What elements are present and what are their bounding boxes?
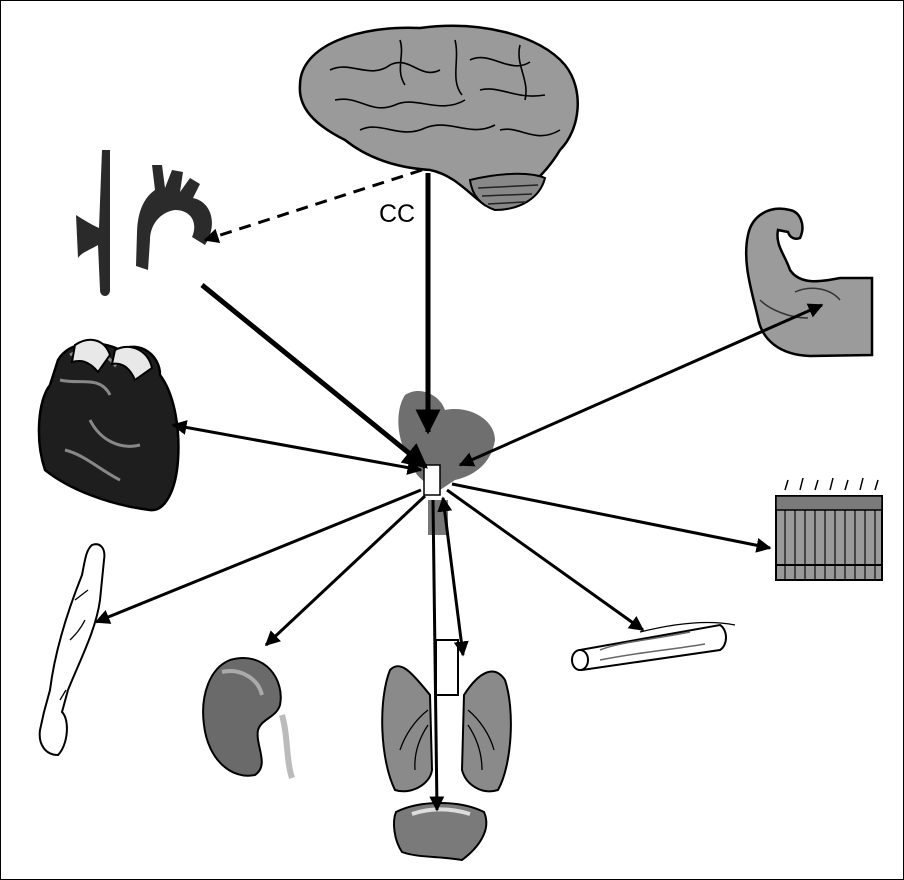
kidney-icon — [203, 658, 292, 778]
heart-icon — [39, 340, 178, 510]
arrow-hub-kidney — [266, 496, 425, 645]
brain-icon — [300, 26, 578, 210]
skin-tissue-icon — [776, 478, 882, 580]
arrow-hub-liver — [433, 500, 437, 810]
aortic-arch-icon — [136, 165, 212, 270]
arm-limb-icon — [40, 544, 105, 755]
arrow-aortic-arch-to-hub — [202, 285, 426, 467]
arrow-hub-blood-vessel — [447, 490, 643, 630]
carotid-vessel-icon — [76, 150, 110, 296]
arrow-hub-muscle — [460, 305, 822, 465]
arrow-hub-lungs — [443, 498, 463, 655]
lungs-icon — [382, 640, 511, 791]
center-label: CC — [379, 200, 415, 228]
liver-icon — [394, 803, 486, 860]
arrow-hub-skin — [452, 484, 770, 548]
flexed-arm-muscle-icon — [746, 209, 872, 356]
blood-vessel-icon — [572, 622, 735, 670]
